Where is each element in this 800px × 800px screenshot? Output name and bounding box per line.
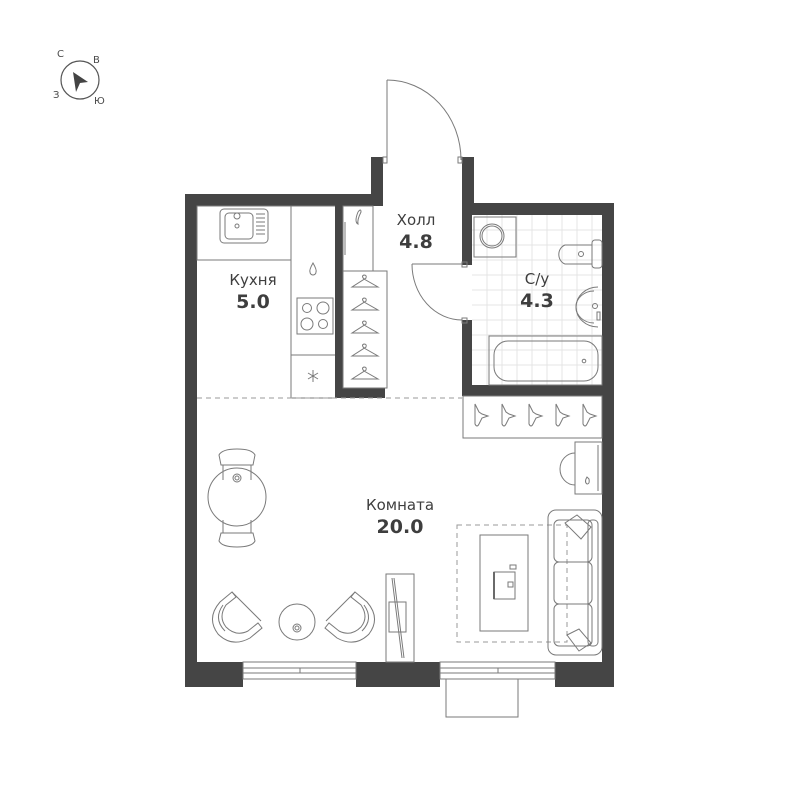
rug (456, 524, 568, 643)
walls (185, 157, 614, 687)
sofa (547, 509, 603, 656)
tv-stand (385, 573, 415, 663)
compass-arrow-icon (60, 60, 100, 100)
desk (479, 534, 529, 632)
hall-area: 4.8 (399, 231, 433, 253)
bathroom-door[interactable] (411, 261, 468, 324)
compass-north-label: С (57, 49, 64, 60)
armchair-right (324, 591, 375, 643)
stove-icon (296, 297, 334, 335)
hall-closet (342, 205, 388, 389)
bathroom-name: С/у (524, 270, 550, 288)
balcony-door (445, 678, 519, 718)
washing-machine-icon (473, 216, 517, 258)
window-left (242, 661, 357, 680)
dining-table (207, 448, 267, 548)
kitchen-area: 5.0 (236, 291, 270, 313)
bathroom-area: 4.3 (520, 290, 554, 312)
wardrobe (462, 395, 603, 439)
kitchen-name: Кухня (229, 271, 277, 289)
window-right (439, 661, 556, 680)
washbasin-icon (575, 286, 601, 328)
vanity-table (559, 441, 603, 495)
bathtub-icon (488, 335, 603, 386)
compass-east-label: В (93, 55, 100, 66)
living-room-name: Комната (365, 496, 435, 514)
fridge-icon (307, 370, 319, 382)
water-drop-icon (309, 261, 317, 276)
hangers-vertical (350, 274, 380, 380)
coffee-table (278, 603, 316, 641)
compass-west-label: З (53, 90, 60, 101)
laptop-icon (493, 564, 517, 600)
toilet-icon (558, 239, 603, 269)
living-room-area: 20.0 (376, 516, 424, 538)
armchair-left (212, 591, 263, 643)
entrance-door[interactable] (382, 79, 463, 164)
sink-icon (219, 208, 269, 244)
hall-name: Холл (396, 211, 436, 229)
compass-south-label: Ю (94, 96, 105, 107)
